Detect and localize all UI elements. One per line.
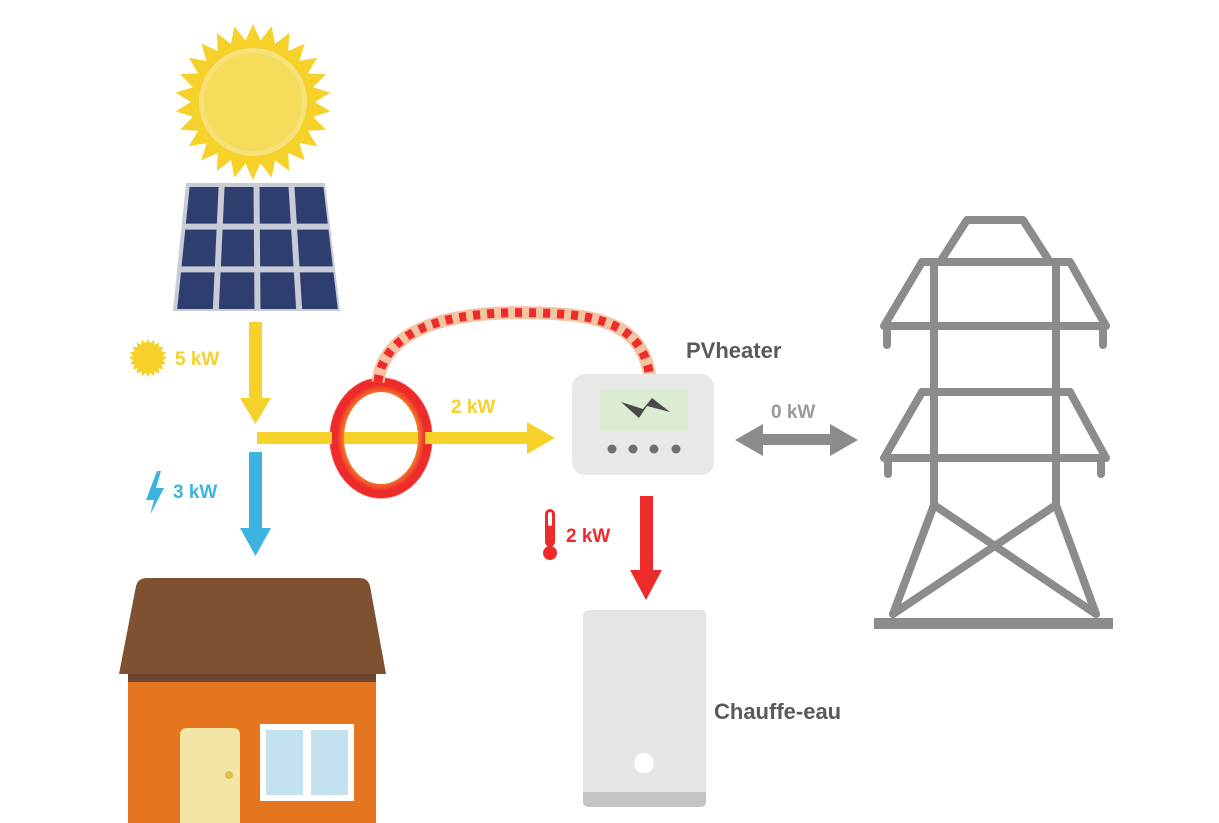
grid-flow-arrow: [735, 424, 858, 456]
power-pylon-icon: [880, 216, 1110, 618]
house-power-label: 3 kW: [173, 482, 217, 503]
solar-cell: [260, 272, 297, 309]
solar-cell: [259, 229, 294, 267]
house-icon: [119, 578, 386, 823]
lightning-icon: [146, 471, 164, 515]
solar-cell: [294, 187, 328, 224]
solar-cell: [218, 272, 255, 309]
solar-cell: [297, 229, 333, 267]
sun-icon: [129, 339, 167, 377]
pylon-base: [874, 618, 1113, 629]
export-flow-arrow-segment: [257, 432, 332, 444]
solar-cell: [222, 187, 254, 224]
pvheater-device: [572, 374, 714, 475]
sensor-power-label: 2 kW: [451, 397, 495, 418]
sun-icon: [175, 24, 331, 180]
pvheater-label: PVheater: [686, 338, 782, 363]
solar-cell: [185, 187, 219, 224]
solar-cell: [220, 229, 255, 267]
lightning-icon: [621, 398, 670, 418]
sensor-cable: [371, 306, 657, 384]
heater-power-label: 2 kW: [566, 526, 610, 547]
heater-flow-arrow: [630, 496, 662, 600]
export-flow-arrow-segment: [425, 432, 529, 444]
grid-power-label: 0 kW: [771, 402, 815, 423]
water-heater-label: Chauffe-eau: [714, 699, 841, 724]
solar-power-label: 5 kW: [175, 349, 219, 370]
thermometer-icon: [543, 509, 557, 560]
solar-panel: [173, 183, 340, 311]
solar-cell: [181, 229, 217, 267]
solar-cell: [177, 272, 215, 309]
export-arrow-head: [527, 422, 555, 454]
solar-flow-arrow: [240, 322, 271, 424]
water-heater-icon: [583, 610, 706, 807]
house-flow-arrow: [240, 452, 271, 556]
solar-cell: [259, 187, 291, 224]
solar-cell: [299, 272, 338, 309]
